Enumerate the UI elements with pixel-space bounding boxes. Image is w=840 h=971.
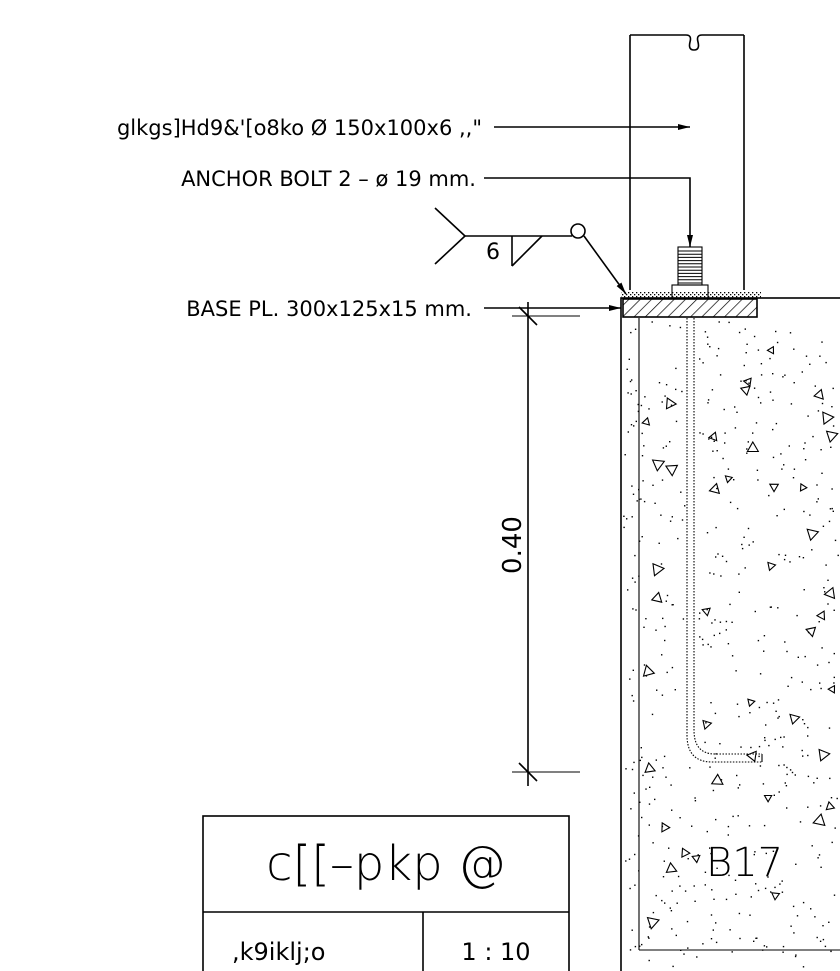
concrete-aggregate <box>641 345 839 930</box>
column-spec-label: glkgs]Hd9&'[o8ko Ø 150x100x6 ,," <box>117 116 482 140</box>
embed-depth-dimension: 0.40 <box>498 302 580 786</box>
anchor-bolt-label: ANCHOR BOLT 2 – ø 19 mm. <box>181 167 476 191</box>
weld-symbol: 6 <box>434 207 627 295</box>
base-plate <box>622 298 758 318</box>
grout-layer <box>621 292 761 298</box>
title-block-scale-label: ,k9iklj;o <box>232 938 325 966</box>
embed-depth-value: 0.40 <box>498 516 528 574</box>
anchor-bolt-leader <box>484 177 693 247</box>
anchor-bolt <box>671 246 763 763</box>
base-plate-label: BASE PL. 300x125x15 mm. <box>186 297 472 321</box>
concrete-stipple <box>623 321 839 968</box>
title-block-title: c[[–pkp @ <box>266 836 506 892</box>
weld-size-label: 6 <box>486 240 500 265</box>
title-block-scale-value: 1 : 10 <box>461 938 530 966</box>
steel-column <box>629 34 745 290</box>
footing-mark: B17 <box>706 840 783 886</box>
title-block: c[[–pkp @ ,k9iklj;o 1 : 10 <box>202 815 570 971</box>
